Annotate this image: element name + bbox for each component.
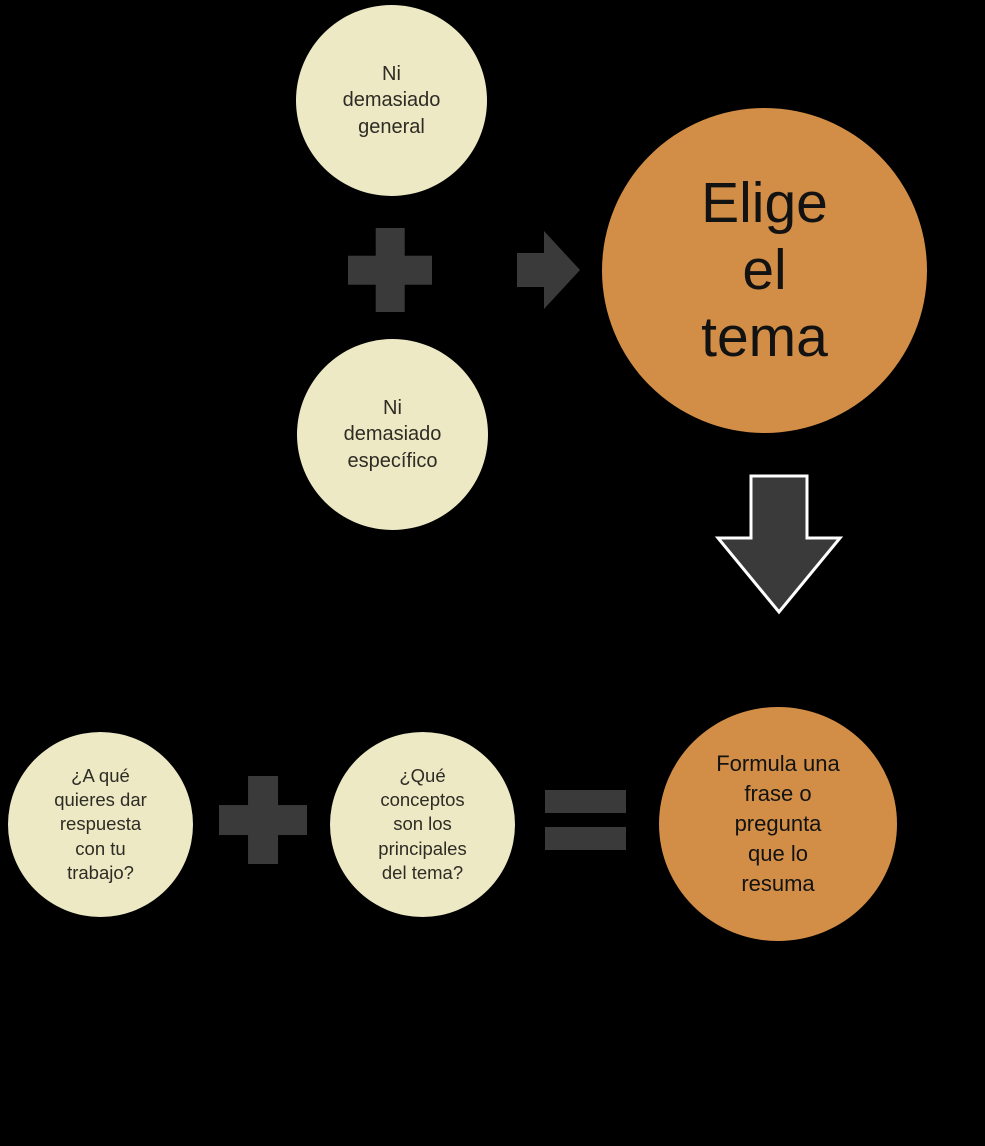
node-label: Formula una frase o pregunta que lo resu… bbox=[716, 751, 840, 896]
node-ni-demasiado-especifico: Ni demasiado específico bbox=[297, 339, 488, 530]
node-label: Elige el tema bbox=[701, 171, 828, 369]
node-label: ¿A qué quieres dar respuesta con tu trab… bbox=[54, 765, 147, 883]
equals-top-bar bbox=[545, 790, 626, 813]
equals-bottom-bar bbox=[545, 827, 626, 850]
plus-vertical-bar bbox=[375, 228, 405, 312]
node-label: Ni demasiado específico bbox=[343, 396, 442, 472]
node-label: Ni demasiado general bbox=[342, 62, 441, 138]
node-label: ¿Qué conceptos son los principales del t… bbox=[378, 765, 467, 883]
node-elige-el-tema: Elige el tema bbox=[602, 108, 927, 433]
equals-icon bbox=[545, 790, 626, 850]
node-ni-demasiado-general: Ni demasiado general bbox=[296, 5, 487, 196]
arrow-shaft bbox=[517, 253, 544, 287]
plus-icon bbox=[219, 776, 307, 864]
arrow-right-icon bbox=[517, 231, 580, 309]
plus-vertical-bar bbox=[248, 776, 278, 864]
node-conceptos-principales: ¿Qué conceptos son los principales del t… bbox=[330, 732, 515, 917]
plus-icon bbox=[348, 228, 432, 312]
arrow-down-icon bbox=[714, 474, 844, 615]
node-formula-frase-resuma: Formula una frase o pregunta que lo resu… bbox=[659, 707, 897, 941]
node-pregunta-respuesta: ¿A qué quieres dar respuesta con tu trab… bbox=[8, 732, 193, 917]
arrow-head bbox=[544, 231, 580, 309]
